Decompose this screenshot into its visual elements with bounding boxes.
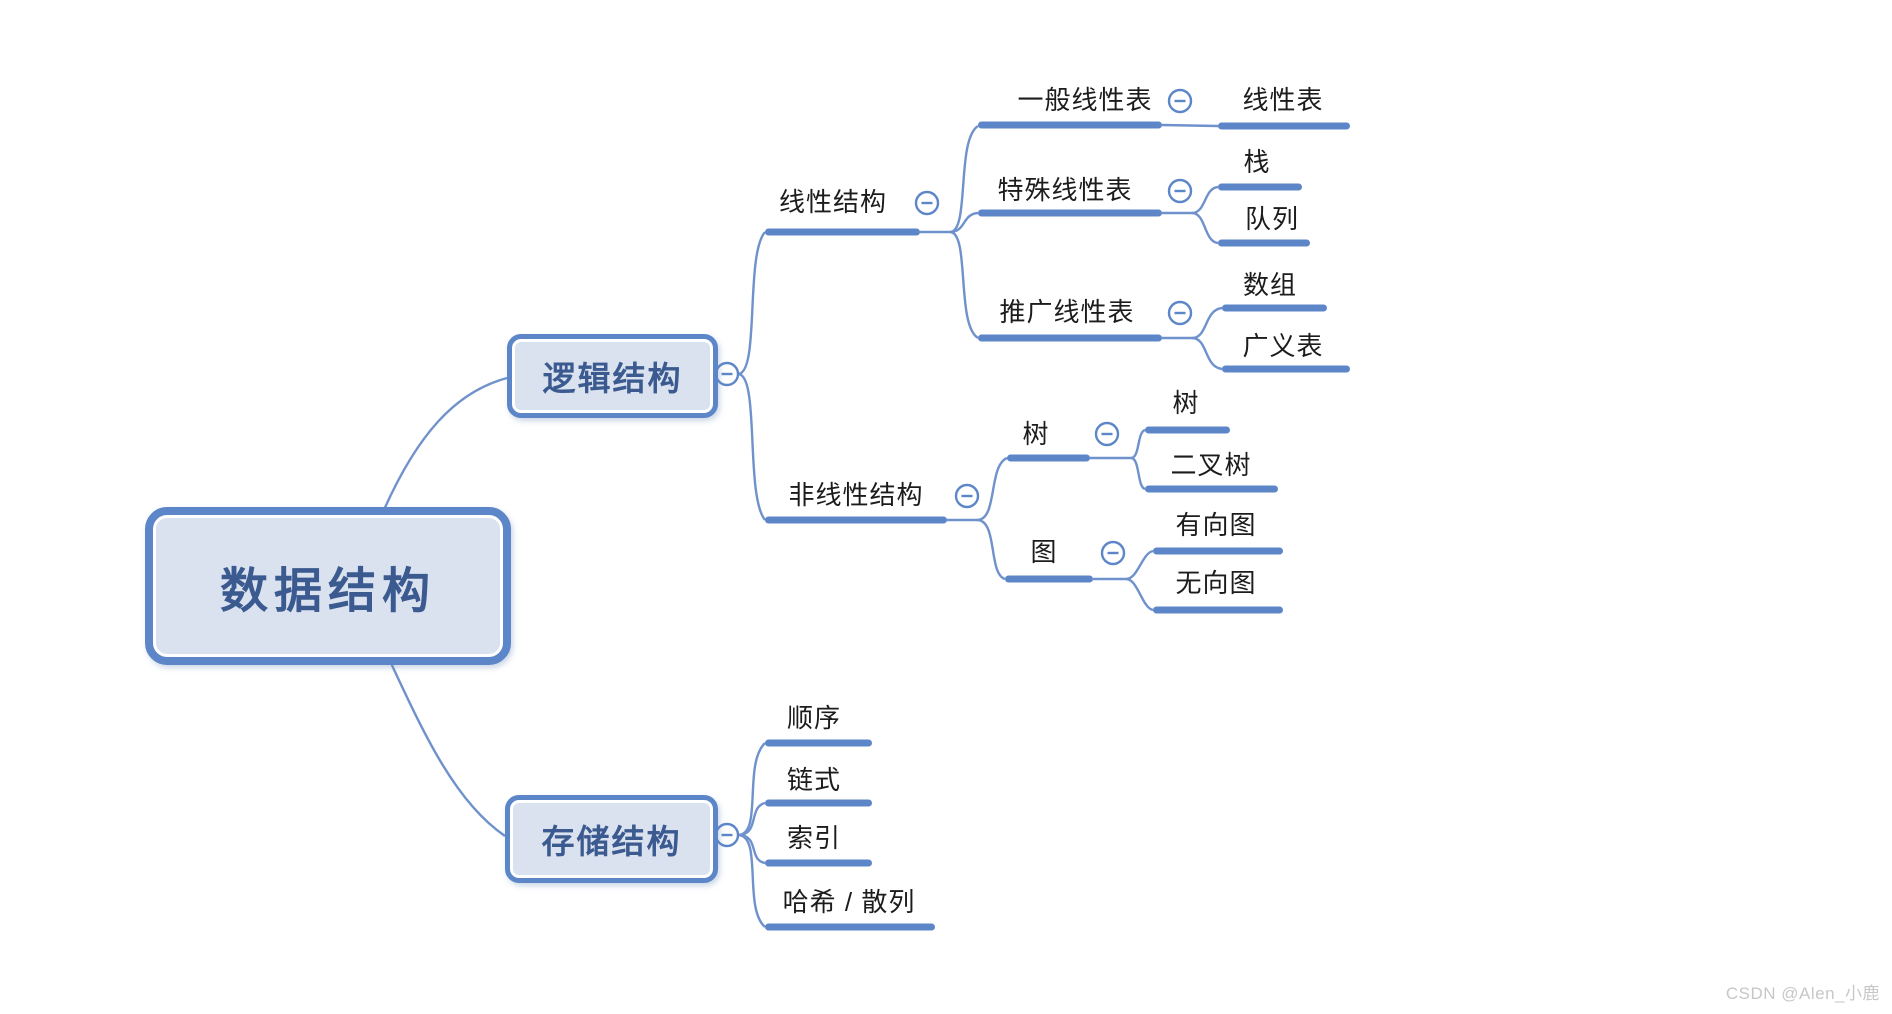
node-logical-label: 逻辑结构 bbox=[542, 360, 683, 397]
node-special-list[interactable]: 特殊线性表 bbox=[997, 175, 1133, 205]
node-logical-structure[interactable]: 逻辑结构 bbox=[507, 334, 718, 418]
connector-graph-undirected bbox=[1125, 577, 1154, 612]
underline-sequential bbox=[765, 739, 872, 747]
node-extended-list[interactable]: 推广线性表 bbox=[999, 297, 1135, 327]
node-hash[interactable]: 哈希 / 散列 bbox=[782, 887, 916, 917]
underline-special-list bbox=[978, 209, 1162, 217]
connector-storage-linked bbox=[737, 801, 766, 837]
underline-array bbox=[1222, 304, 1327, 312]
connector-tree-treeleaf bbox=[1130, 428, 1146, 460]
underline-linked bbox=[765, 799, 872, 807]
node-root[interactable]: 数据结构 bbox=[145, 507, 511, 665]
node-sequential[interactable]: 顺序 bbox=[786, 703, 842, 733]
connector-storage-hash bbox=[737, 833, 766, 928]
node-storage-structure[interactable]: 存储结构 bbox=[505, 795, 718, 883]
node-tree-leaf[interactable]: 树 bbox=[1172, 388, 1200, 418]
underline-tree-leaf bbox=[1145, 426, 1230, 434]
collapse-button-tree[interactable] bbox=[1094, 421, 1120, 447]
underline-stack bbox=[1218, 183, 1302, 191]
node-index[interactable]: 索引 bbox=[786, 823, 842, 853]
underline-graph-branch bbox=[1005, 575, 1093, 583]
node-array[interactable]: 数组 bbox=[1242, 270, 1298, 300]
collapse-button-storage[interactable] bbox=[714, 822, 740, 848]
connector-general-linearlist bbox=[1161, 123, 1219, 128]
node-directed-graph[interactable]: 有向图 bbox=[1175, 510, 1257, 540]
underline-general-list bbox=[978, 121, 1162, 129]
connector-special-stack bbox=[1191, 185, 1219, 215]
node-storage-label: 存储结构 bbox=[541, 823, 682, 860]
collapse-button-graph[interactable] bbox=[1100, 540, 1126, 566]
connector-linear-general bbox=[949, 124, 979, 234]
watermark: CSDN @Alen_小鹿 bbox=[1725, 984, 1880, 1003]
connector-nonlinear-tree bbox=[976, 456, 1008, 522]
collapse-button-extended-list[interactable] bbox=[1167, 300, 1193, 326]
connector-logical-nonlinear bbox=[737, 372, 766, 521]
collapse-button-logical[interactable] bbox=[714, 361, 740, 387]
node-linear-list[interactable]: 线性表 bbox=[1242, 85, 1324, 115]
node-general-list[interactable]: 一般线性表 bbox=[1017, 85, 1153, 115]
underline-generalized-list bbox=[1222, 365, 1350, 373]
connector-extended-array bbox=[1191, 306, 1223, 340]
node-undirected-graph[interactable]: 无向图 bbox=[1175, 568, 1257, 598]
node-stack[interactable]: 栈 bbox=[1243, 147, 1271, 177]
connector-tree-binarytree bbox=[1130, 456, 1146, 491]
node-graph-branch[interactable]: 图 bbox=[1030, 537, 1058, 567]
node-tree-branch[interactable]: 树 bbox=[1022, 419, 1050, 449]
connector-graph-directed bbox=[1125, 549, 1154, 581]
collapse-button-linear[interactable] bbox=[914, 190, 940, 216]
node-generalized-list[interactable]: 广义表 bbox=[1242, 331, 1324, 361]
collapse-button-nonlinear[interactable] bbox=[954, 483, 980, 509]
underline-index bbox=[765, 859, 872, 867]
underline-binary-tree bbox=[1145, 485, 1278, 493]
connector-linear-extended bbox=[949, 230, 979, 340]
underline-undirected-graph bbox=[1153, 606, 1283, 614]
underline-nonlinear bbox=[765, 516, 947, 524]
connector-storage-sequential bbox=[737, 742, 766, 837]
connector-nonlinear-graph bbox=[976, 518, 1006, 581]
underline-tree-branch bbox=[1007, 454, 1090, 462]
connector-root-logical bbox=[381, 376, 508, 513]
connector-special-queue bbox=[1191, 211, 1219, 245]
connector-extended-glist bbox=[1191, 336, 1223, 371]
node-nonlinear-structure[interactable]: 非线性结构 bbox=[788, 480, 924, 510]
node-root-label: 数据结构 bbox=[219, 565, 436, 618]
underline-queue bbox=[1218, 239, 1310, 247]
connector-linear-special bbox=[949, 211, 979, 234]
underline-extended-list bbox=[978, 334, 1162, 342]
underline-linear-list bbox=[1218, 122, 1350, 130]
node-linked[interactable]: 链式 bbox=[786, 765, 842, 795]
underline-directed-graph bbox=[1153, 547, 1283, 555]
connector-logical-linear bbox=[737, 231, 766, 376]
connector-root-storage bbox=[381, 645, 506, 837]
underline-linear bbox=[765, 228, 920, 236]
node-binary-tree[interactable]: 二叉树 bbox=[1170, 450, 1252, 480]
collapse-button-general-list[interactable] bbox=[1167, 88, 1193, 114]
collapse-button-special-list[interactable] bbox=[1167, 178, 1193, 204]
underline-hash bbox=[765, 923, 935, 931]
node-linear-structure[interactable]: 线性结构 bbox=[778, 187, 888, 217]
node-queue[interactable]: 队列 bbox=[1244, 204, 1300, 234]
